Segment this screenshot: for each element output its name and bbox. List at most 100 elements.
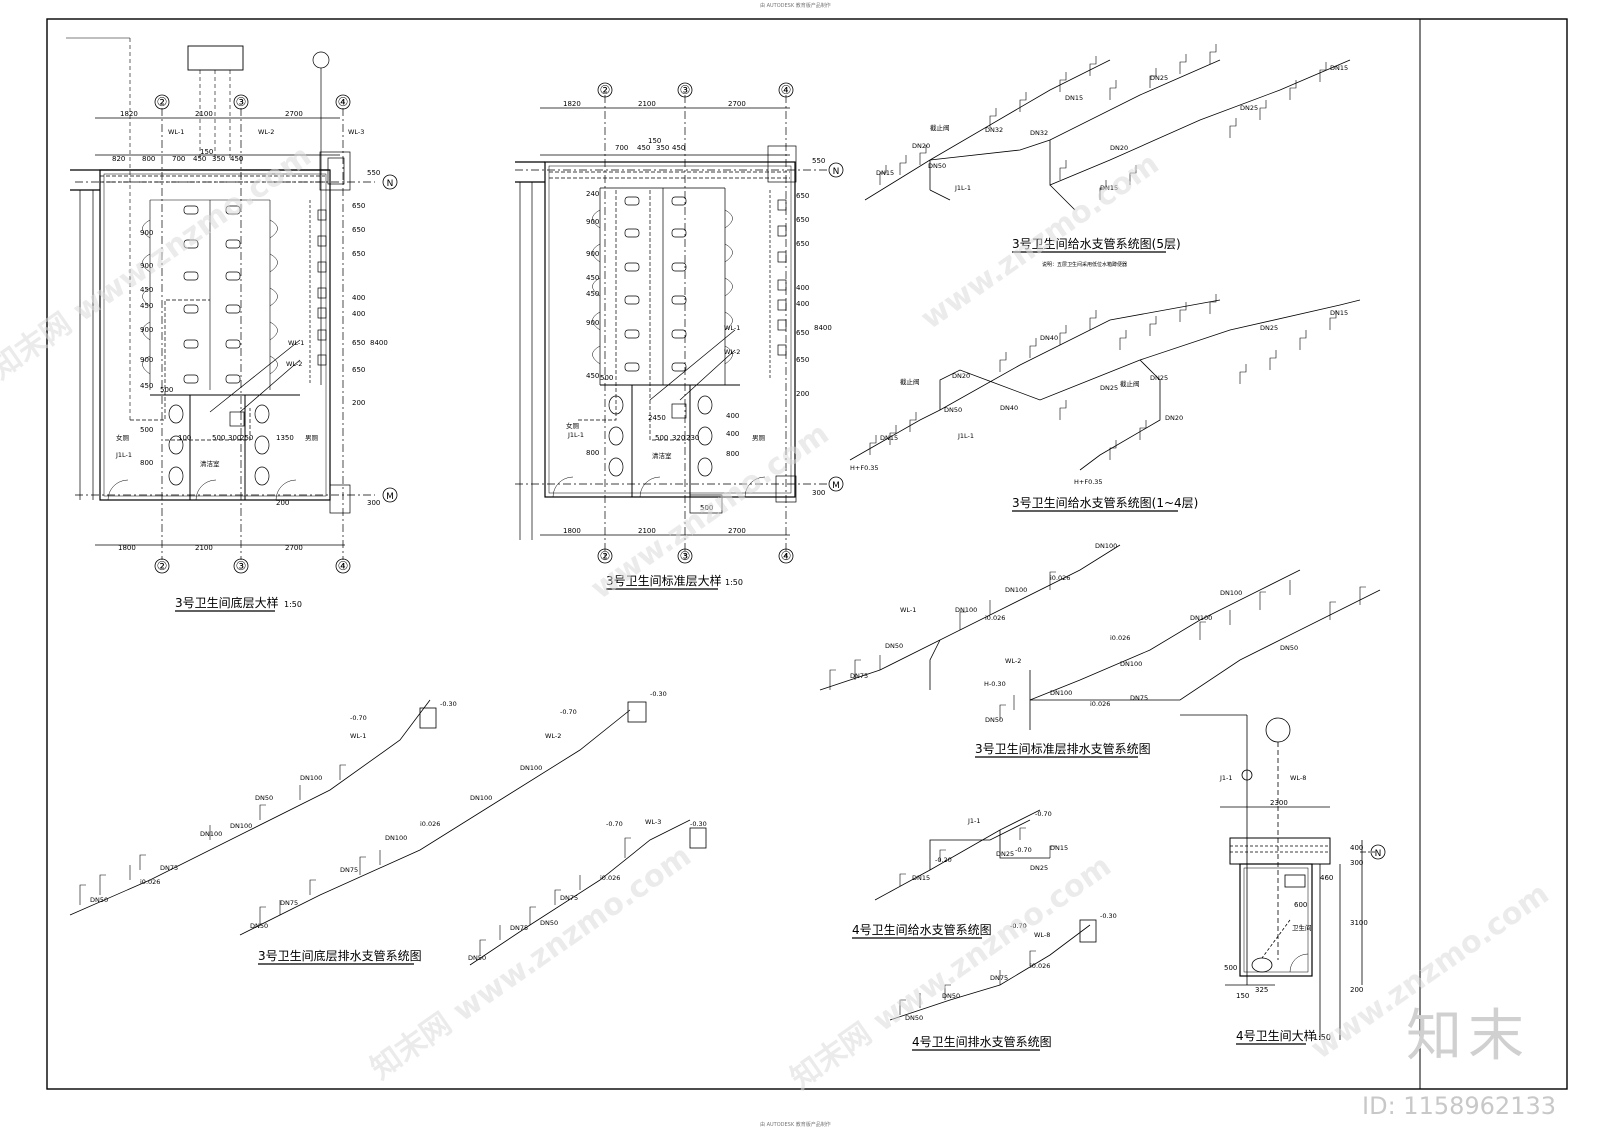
pipe-size: DN25 [1150,374,1168,382]
pipe-size: DN50 [985,716,1003,724]
dim: 2700 [285,544,303,552]
pipe-label: WL-1 [288,339,304,347]
pipe-size: DN75 [160,864,178,872]
dim: 500 [1224,964,1237,972]
grid-label: ③ [680,549,691,563]
pipe-size: DN75 [510,924,528,932]
dim: 650 [796,240,809,248]
dim: 450 [193,155,206,163]
pipe-size: DN15 [876,169,894,177]
pipe-size: DN40 [1040,334,1058,342]
dim: 450 [586,290,599,298]
pipe-label: WL-1 [724,324,740,332]
pipe-size: DN40 [1000,404,1018,412]
dim: 650 [796,216,809,224]
pipe-label: WL-3 [645,818,661,826]
pipe-size: DN75 [1130,694,1148,702]
drain-ground-isometric [69,699,707,966]
dim: 300 [228,434,241,442]
ground-stall-doors [142,219,278,375]
standard-stall-doors [592,209,733,365]
pipe-size: DN32 [985,126,1003,134]
dim: 700 [172,155,185,163]
elev-label: -0.70 [606,820,623,828]
pipe-label: WL-1 [350,732,366,740]
pipe-size: DN50 [942,992,960,1000]
ground-urinals [309,200,327,385]
dim: 650 [796,192,809,200]
dim: 400 [352,310,365,318]
pipe-size: DN100 [1005,586,1027,594]
dim: 900 [140,262,153,270]
pipe-label: J1L-1 [957,432,974,440]
pipe-size: DN15 [912,874,930,882]
dim: 460 [1320,874,1333,882]
pipe-size: DN25 [1150,74,1168,82]
dim: 325 [1255,986,1268,994]
pipe-size: DN100 [200,830,222,838]
standard-basins [608,395,713,477]
slope-label: i0.026 [985,614,1005,622]
plan-ground-scale: 1:50 [284,600,302,609]
dim: 600 [1294,901,1307,909]
pipe-label: J1L-1 [115,451,132,459]
dim: 300 [812,489,825,497]
plan-4 [1180,714,1386,1040]
room-label: 清洁室 [200,459,220,468]
pipe-label: WL-8 [1290,774,1306,782]
elev-label: H-0.30 [984,680,1006,688]
dim: 100 [178,434,191,442]
slope-label: i0.026 [600,874,620,882]
dim: 900 [140,326,153,334]
elev-label: -0.70 [1010,922,1027,930]
dim: 500 [212,434,225,442]
supply-1-4f-labels: DN20 DN50 DN40 DN40 DN25 DN25 DN20 DN25 … [850,309,1348,486]
dim: 2100 [638,100,656,108]
room-label: 卫生间 [1292,923,1312,932]
grid-label: N [833,167,840,177]
pipe-label: WL-3 [348,128,364,136]
supply-1-4f-isometric [849,294,1361,471]
dim: 450 [586,274,599,282]
plan-standard-title: 3号卫生间标准层大样 [606,573,722,588]
dim: 1800 [118,544,136,552]
dim: 2100 [195,110,213,118]
dim: 500 [160,386,173,394]
pipe-size: DN100 [470,794,492,802]
elev-label: H+F0.35 [1074,478,1103,486]
pipe-size: DN25 [1240,104,1258,112]
dim: 800 [586,449,599,457]
plan-ground-title: 3号卫生间底层大样 [175,595,279,610]
dim: 2450 [648,414,666,422]
dim: 650 [796,329,809,337]
pipe-size: DN20 [1110,144,1128,152]
plan-standard-grid-bubbles [597,82,844,564]
dim: 2700 [728,100,746,108]
dim: 2100 [638,527,656,535]
pipe-size: DN50 [540,919,558,927]
pipe-label: J1L-1 [567,431,584,439]
watermark-text: 知末网 www.znzmo.com [785,849,1118,1097]
dim: 450 [637,144,650,152]
pipe-label: J1-1 [967,817,981,825]
elev-label: -0.30 [1100,912,1117,920]
room-label: 女厕 [116,433,130,442]
brand-watermark: 知末 [1406,1004,1530,1069]
grid-label: ③ [236,559,247,573]
valve-label: 截止阀 [930,123,950,132]
valve-label: 截止阀 [900,377,920,386]
dim: 8400 [814,324,832,332]
dim: 150 [1236,992,1249,1000]
dim: 300 [1350,859,1363,867]
plan-ground-grid-labels: ② ③ ④ ② ③ ④ N M [157,95,394,573]
grid-label: ④ [781,83,792,97]
grid-label: ② [157,95,168,109]
elev-label: -0.70 [560,708,577,716]
slope-label: i0.026 [1110,634,1130,642]
pipe-label: WL-2 [545,732,561,740]
pipe-label: J1L-1 [954,184,971,192]
pipe-size: DN15 [1330,64,1348,72]
ground-toilets-left [183,205,241,384]
drain-standard-isometric [819,544,1381,730]
dim: 650 [352,366,365,374]
